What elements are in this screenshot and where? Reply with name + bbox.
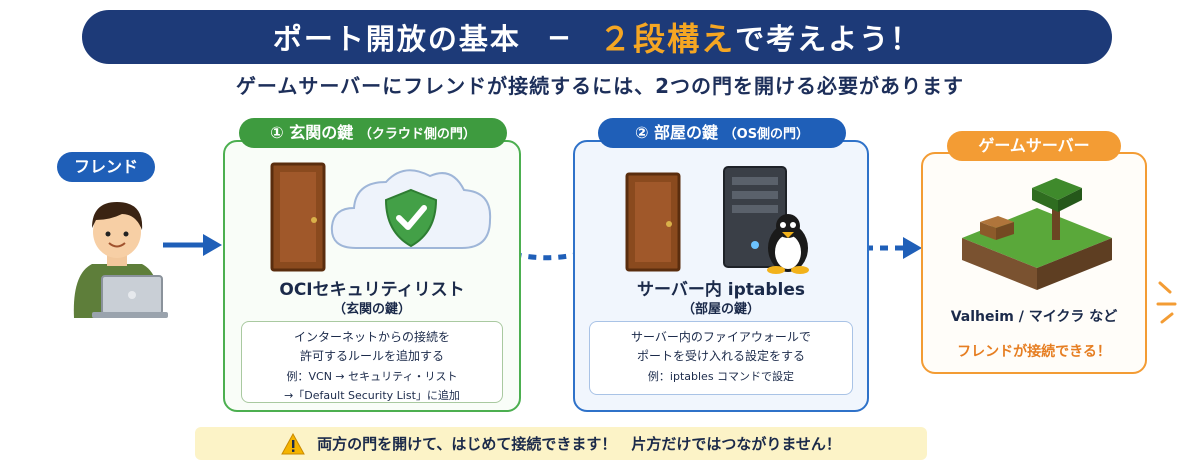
game-connect-status: フレンドが接続できる！ xyxy=(957,344,1111,360)
title-dash: − xyxy=(546,20,574,54)
cloud-gate-tab: ① 玄関の鍵 （クラウド側の門） xyxy=(239,118,507,148)
title-tail: で考えよう！ xyxy=(735,22,922,56)
cloud-example-line2: →「Default Security List」に追加 xyxy=(284,389,460,402)
os-note-line1: サーバー内のファイアウォールで xyxy=(631,330,811,344)
door-icon xyxy=(270,162,326,272)
warning-bar: 両方の門を開けて、はじめて接続できます！ 片方だけではつながりません！ xyxy=(195,427,927,460)
title-highlight: ２段構え xyxy=(599,20,736,58)
os-tab-sub: （OS側の門） xyxy=(723,127,810,142)
iptables-subtitle: （部屋の鍵） xyxy=(681,302,760,317)
warning-icon xyxy=(281,432,305,455)
friend-label: フレンド xyxy=(57,152,155,182)
voxel-island-icon xyxy=(952,178,1122,293)
oci-security-list-title: OCIセキュリティリスト xyxy=(279,280,465,300)
cloud-example-line1: 例：VCN → セキュリティ・リスト xyxy=(286,370,458,383)
os-tab-main: ② 部屋の鍵 xyxy=(634,123,719,142)
subtitle: ゲームサーバーにフレンドが接続するには、2つの門を開ける必要があります xyxy=(235,74,965,98)
cloud-shield-icon xyxy=(326,160,496,260)
warning-text: 両方の門を開けて、はじめて接続できます！ 片方だけではつながりません！ xyxy=(317,435,841,453)
iptables-title: サーバー内 iptables xyxy=(637,280,805,300)
cloud-tab-main: ① 玄関の鍵 xyxy=(270,123,354,142)
cloud-note: インターネットからの接続を 許可するルールを追加する 例：VCN → セキュリテ… xyxy=(241,321,503,403)
os-note: サーバー内のファイアウォールで ポートを受け入れる設定をする 例：iptable… xyxy=(589,321,853,395)
title-main: ポート開放の基本 xyxy=(272,22,521,56)
os-example-line1: 例：iptables コマンドで設定 xyxy=(647,370,795,383)
os-note-line2: ポートを受け入れる設定をする xyxy=(636,349,805,363)
oci-security-list-subtitle: （玄関の鍵） xyxy=(332,302,411,317)
friend-person-icon xyxy=(62,190,172,320)
cloud-note-line2: 許可するルールを追加する xyxy=(299,349,444,363)
sparkle-icon xyxy=(1156,281,1177,324)
door-icon xyxy=(625,172,681,272)
game-names: Valheim / マイクラ など xyxy=(950,309,1118,325)
cloud-tab-sub: （クラウド側の門） xyxy=(358,127,476,142)
title-banner: ポート開放の基本 − ２段構え で考えよう！ xyxy=(82,10,1112,64)
os-gate-tab: ② 部屋の鍵 （OS側の門） xyxy=(598,118,846,148)
arrow-os-to-game xyxy=(820,237,922,259)
cloud-note-line1: インターネットからの接続を xyxy=(293,330,450,344)
game-server-tab: ゲームサーバー xyxy=(947,131,1121,161)
linux-penguin-icon xyxy=(760,212,816,274)
